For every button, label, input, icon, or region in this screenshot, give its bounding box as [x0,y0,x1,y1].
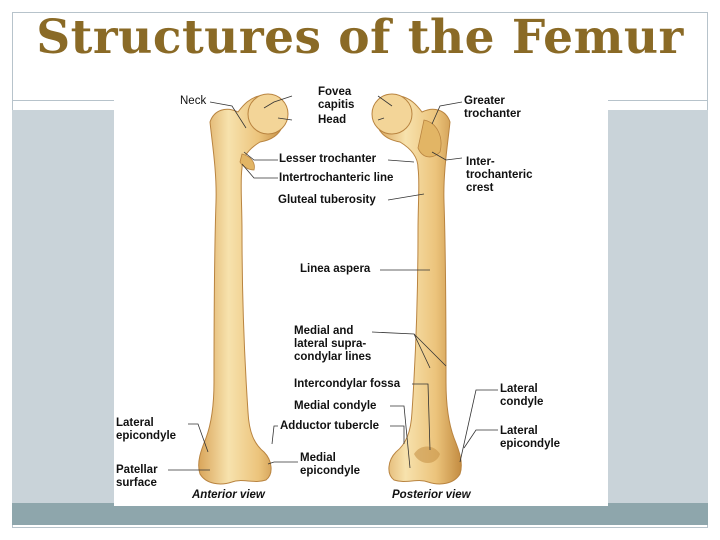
label-supracondylar-lines: Medial and lateral supra- condylar lines [294,325,372,363]
leader-lateral-epicondyle-right [463,429,498,449]
leader-lines [168,95,498,471]
leader-fovea [263,95,293,109]
label-lateral-epicondyle-left: Lateral epicondyle [116,417,177,442]
leader-lesser-trochanter-right [387,159,415,163]
leader-intercondylar-fossa [412,383,431,451]
label-linea-aspera: Linea aspera [300,263,371,275]
leader-greater-trochanter [431,101,463,125]
posterior-intercondylar-notch [414,446,440,463]
leader-adductor-tubercle-right [390,425,405,444]
posterior-femoral-head [371,93,413,135]
label-patellar-surface: Patellar surface [116,464,158,489]
slide-title: Structures of the Femur [36,10,684,65]
label-posterior-view: Posterior view [392,489,471,501]
label-lesser-trochanter: Lesser trochanter [279,153,377,165]
leader-supracondylar-2 [413,333,447,367]
leader-lateral-condyle [459,389,498,463]
label-fovea-capitis: Fovea capitis [318,86,355,111]
label-gluteal-tuberosity: Gluteal tuberosity [278,194,376,206]
label-lateral-condyle: Lateral condyle [500,383,544,408]
label-adductor-tubercle: Adductor tubercle [280,420,380,432]
leader-lateral-epicondyle-left [188,423,209,453]
femur-illustration [168,93,498,485]
label-intercondylar-fossa: Intercondylar fossa [294,378,401,390]
footer-band [12,503,708,525]
leader-head-right [377,117,385,121]
posterior-femur-shape [375,94,462,485]
leader-fovea-right [377,95,393,107]
label-lateral-epicondyle-right: Lateral epicondyle [500,425,561,450]
leader-head [277,117,293,121]
anterior-femoral-head [247,93,289,135]
leader-lesser-trochanter [243,151,278,161]
femur-figure: Neck Fovea capitis Head Greater trochant… [114,82,608,506]
anterior-femur [198,93,289,485]
label-intertrochanteric-crest: Inter- trochanteric crest [466,156,533,194]
posterior-greater-trochanter [417,119,442,158]
label-greater-trochanter: Greater trochanter [464,95,521,120]
leader-intertrochanteric-line [241,163,278,179]
leader-gluteal-tuberosity [387,193,425,201]
leader-adductor-tubercle [271,425,278,445]
label-medial-condyle: Medial condyle [294,400,377,412]
anterior-femur-shape [198,94,285,485]
leader-medial-condyle [390,405,411,469]
label-medial-epicondyle: Medial epicondyle [300,452,361,477]
posterior-femur [371,93,462,485]
label-neck: Neck [180,95,207,107]
label-head: Head [318,114,347,126]
leader-medial-epicondyle [267,461,298,465]
label-intertrochanteric-line: Intertrochanteric line [279,172,394,184]
leader-intertrochanteric-crest [431,151,463,161]
leader-neck [209,101,247,129]
label-anterior-view: Anterior view [192,489,265,501]
